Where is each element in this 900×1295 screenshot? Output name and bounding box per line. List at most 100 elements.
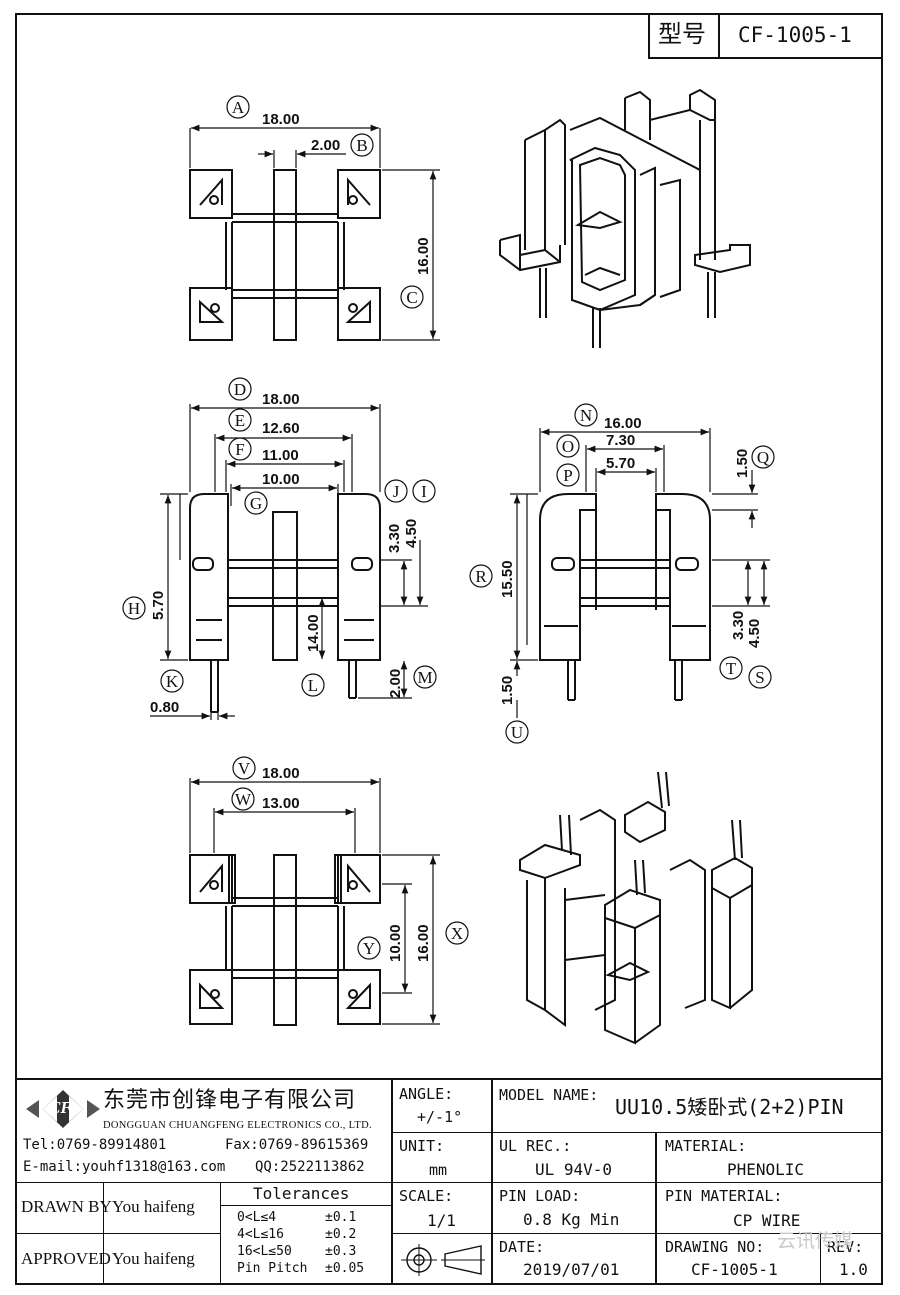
top-corner-pad <box>337 169 381 219</box>
dim-W-value: 13.00 <box>262 795 300 812</box>
pin-load-value: 0.8 Kg Min <box>523 1210 620 1229</box>
tolerances-label: Tolerances <box>253 1184 350 1203</box>
svg-text:N: N <box>580 406 592 425</box>
svg-text:K: K <box>166 672 179 691</box>
dim-O-value: 7.30 <box>606 432 635 449</box>
tol-value: ±0.3 <box>325 1244 357 1259</box>
dim-O: O <box>556 434 580 458</box>
svg-text:U: U <box>511 723 523 742</box>
svg-text:D: D <box>234 380 246 399</box>
svg-text:V: V <box>238 759 251 778</box>
tol-value: ±0.2 <box>325 1227 357 1242</box>
ul-rec-label: UL REC.: <box>499 1137 572 1155</box>
dim-G: G <box>244 491 268 515</box>
tol-value: ±0.1 <box>325 1210 357 1225</box>
dim-M-value: 2.00 <box>387 669 404 698</box>
dim-J-value: 3.30 <box>386 524 403 553</box>
watermark: 云讯传媒 <box>777 1230 854 1252</box>
svg-text:G: G <box>250 494 262 513</box>
dim-G-value: 10.00 <box>262 471 300 488</box>
svg-text:X: X <box>451 924 463 943</box>
drawing-no-value: CF-1005-1 <box>691 1260 778 1279</box>
model-header-box: 型号 CF-1005-1 <box>648 13 883 59</box>
dim-C: C <box>400 285 424 309</box>
iso-view-bottom <box>519 771 753 1045</box>
model-header-label: 型号 <box>658 20 706 48</box>
company-email: E-mail:youhf1318@163.com <box>23 1159 226 1175</box>
dim-F: F <box>228 437 252 461</box>
date-label: DATE: <box>499 1238 545 1256</box>
svg-text:J: J <box>393 482 400 501</box>
dim-X-value: 16.00 <box>415 924 432 962</box>
dim-R-value: 15.50 <box>499 560 516 598</box>
dim-P: P <box>556 463 580 487</box>
svg-text:C: C <box>406 288 417 307</box>
dim-W: W <box>231 787 255 811</box>
ul-rec-value: UL 94V-0 <box>535 1160 613 1179</box>
dim-S-value: 4.50 <box>746 619 763 648</box>
top-corner-pad <box>337 287 381 341</box>
date-value: 2019/07/01 <box>523 1260 620 1279</box>
dim-S: S <box>748 665 772 689</box>
material-value: PHENOLIC <box>727 1160 805 1179</box>
side-view <box>539 493 711 701</box>
pin-material-label: PIN MATERIAL: <box>665 1187 783 1205</box>
top-center-rib <box>273 169 297 341</box>
dim-U: U <box>505 720 529 744</box>
iso-view-top <box>499 88 751 348</box>
company-name-cn: 东莞市创锋电子有限公司 <box>103 1088 357 1113</box>
approved-label: APPROVED <box>21 1249 111 1268</box>
top-view <box>189 169 381 341</box>
svg-text:A: A <box>232 98 245 117</box>
angle-label: ANGLE: <box>399 1085 454 1103</box>
logo-text: CF <box>49 1098 72 1117</box>
title-block: CF 东莞市创锋电子有限公司 DONGGUAN CHUANGFENG ELECT… <box>15 1078 883 1285</box>
dim-R: R <box>469 564 493 588</box>
svg-text:I: I <box>421 482 427 501</box>
dim-T: T <box>719 656 743 680</box>
svg-text:R: R <box>475 567 487 586</box>
scale-value: 1/1 <box>427 1211 456 1230</box>
dim-H: H <box>122 596 146 620</box>
dim-T-value: 3.30 <box>730 611 747 640</box>
dim-P-value: 5.70 <box>606 455 635 472</box>
tol-range: 4<L≤16 <box>237 1227 284 1242</box>
dim-J: J <box>384 479 408 503</box>
dim-B-value: 2.00 <box>311 137 340 154</box>
svg-text:H: H <box>128 599 140 618</box>
svg-text:M: M <box>417 668 432 687</box>
model-name-value: UU10.5矮卧式(2+2)PIN <box>615 1095 844 1119</box>
dim-N: N <box>574 403 598 427</box>
angle-value: +/-1° <box>417 1108 463 1126</box>
dim-L: L <box>301 673 325 697</box>
top-corner-pad <box>189 169 233 219</box>
company-tel: Tel:0769-89914801 <box>23 1137 167 1153</box>
dim-K: K <box>160 669 184 693</box>
projection-symbol <box>401 1244 485 1276</box>
dim-X: X <box>445 921 469 945</box>
model-header-value: CF-1005-1 <box>738 23 852 47</box>
svg-text:P: P <box>563 466 572 485</box>
top-corner-pad <box>189 287 233 341</box>
svg-text:S: S <box>755 668 764 687</box>
drawn-by-label: DRAWN BY <box>21 1197 112 1216</box>
dim-I: I <box>412 479 436 503</box>
dim-Q-value: 1.50 <box>734 449 751 478</box>
drawing-no-label: DRAWING NO: <box>665 1238 765 1256</box>
dim-V-value: 18.00 <box>262 765 300 782</box>
dim-E: E <box>228 408 252 432</box>
dim-M: M <box>413 665 437 689</box>
material-label: MATERIAL: <box>665 1137 747 1155</box>
tol-range: 0<L≤4 <box>237 1210 277 1225</box>
dim-D-value: 18.00 <box>262 391 300 408</box>
front-view <box>189 493 381 713</box>
scale-label: SCALE: <box>399 1187 454 1205</box>
svg-text:L: L <box>308 676 318 695</box>
dim-D: D <box>228 377 252 401</box>
drawn-by-value: You haifeng <box>112 1197 195 1216</box>
tolerances-table: 0<L≤4±0.1 4<L≤16±0.2 16<L≤50±0.3 Pin Pit… <box>237 1211 387 1279</box>
drawing-frame <box>15 13 883 1285</box>
svg-text:T: T <box>726 659 737 678</box>
svg-text:W: W <box>235 790 252 809</box>
